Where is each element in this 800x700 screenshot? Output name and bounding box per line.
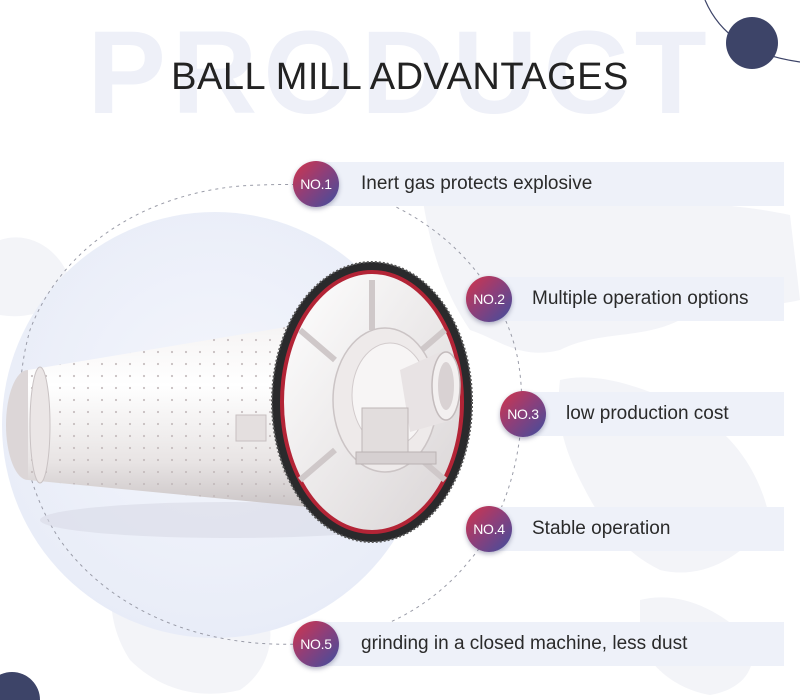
feature-row-2: Multiple operation options bbox=[490, 277, 784, 321]
feature-text-5: grinding in a closed machine, less dust bbox=[361, 633, 688, 654]
feature-badge-4: NO.4 bbox=[466, 506, 512, 552]
feature-badge-1: NO.1 bbox=[293, 161, 339, 207]
feature-text-2: Multiple operation options bbox=[532, 288, 749, 309]
feature-text-4: Stable operation bbox=[532, 518, 671, 539]
feature-text-1: Inert gas protects explosive bbox=[361, 173, 593, 194]
feature-row-1: Inert gas protects explosive bbox=[318, 162, 784, 206]
watermark-text: PRODUCT bbox=[87, 7, 713, 139]
feature-badge-3: NO.3 bbox=[500, 391, 546, 437]
page-title: BALL MILL ADVANTAGES bbox=[171, 56, 629, 98]
feature-text-3: low production cost bbox=[566, 403, 729, 424]
feature-row-3: low production cost bbox=[524, 392, 784, 436]
feature-badge-5: NO.5 bbox=[293, 621, 339, 667]
feature-row-4: Stable operation bbox=[490, 507, 784, 551]
feature-badge-2: NO.2 bbox=[466, 276, 512, 322]
feature-row-5: grinding in a closed machine, less dust bbox=[318, 622, 784, 666]
